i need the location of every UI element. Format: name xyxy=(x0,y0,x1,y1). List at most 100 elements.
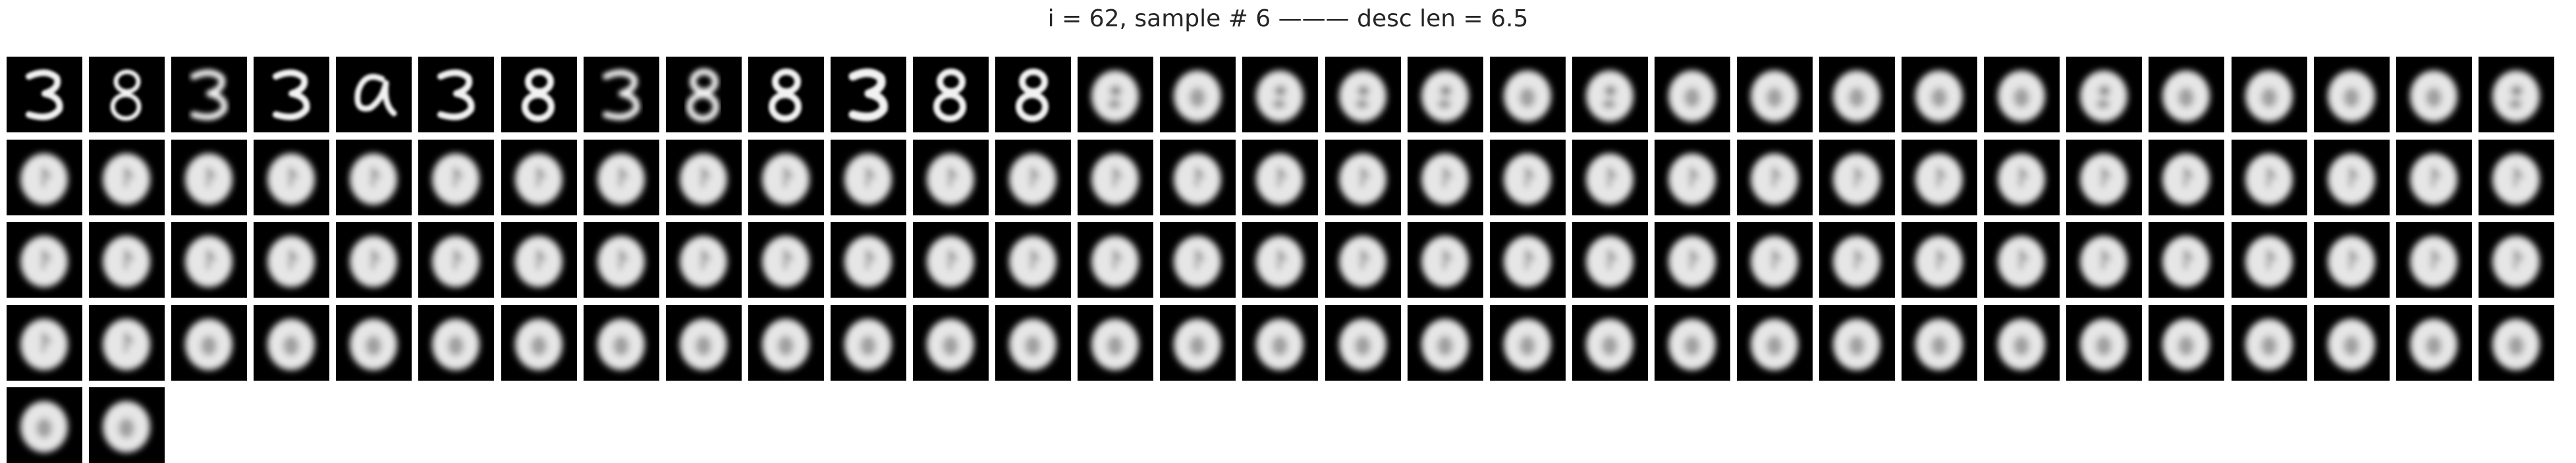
image-tile xyxy=(830,57,906,132)
tile-image xyxy=(1503,70,1551,122)
tile-image xyxy=(2492,236,2540,287)
image-tile xyxy=(2478,222,2554,298)
tile-image xyxy=(1750,318,1798,370)
tile-image xyxy=(2327,318,2375,370)
tile-image xyxy=(350,318,398,370)
tile-image xyxy=(20,236,68,287)
tile-image xyxy=(761,153,809,205)
tile-image xyxy=(273,69,310,121)
tile-image xyxy=(103,236,151,287)
image-tile xyxy=(2313,222,2390,298)
tile-image xyxy=(267,153,315,205)
image-tile xyxy=(2396,304,2472,381)
image-tile xyxy=(665,57,742,132)
image-tile xyxy=(89,222,165,298)
image-tile xyxy=(7,57,82,132)
image-tile xyxy=(2396,139,2472,215)
image-tile xyxy=(665,222,742,298)
image-tile xyxy=(1736,139,1813,215)
tile-image xyxy=(1421,70,1469,122)
tile-image xyxy=(1833,236,1881,287)
tile-image xyxy=(1256,236,1304,287)
tile-image xyxy=(103,318,151,370)
tile-image xyxy=(2162,70,2210,122)
image-tile xyxy=(171,304,248,381)
image-tile xyxy=(254,57,330,132)
tile-image xyxy=(267,318,315,370)
tile-image xyxy=(185,236,233,287)
image-tile xyxy=(418,57,495,132)
tile-image xyxy=(20,318,68,370)
tile-image xyxy=(1338,318,1386,370)
tile-image xyxy=(1915,70,1963,122)
image-tile xyxy=(2149,57,2225,132)
tile-image xyxy=(110,69,142,121)
image-tile xyxy=(89,57,165,132)
tile-image xyxy=(1833,318,1881,370)
image-tile xyxy=(2478,304,2554,381)
image-tile xyxy=(171,57,248,132)
image-tile xyxy=(1572,222,1648,298)
tile-image xyxy=(26,69,63,121)
tile-image xyxy=(933,68,967,122)
figure-title: i = 62, sample # 6 ——— desc len = 6.5 xyxy=(1047,5,1529,32)
image-tile xyxy=(89,139,165,215)
image-tile xyxy=(7,139,82,215)
tile-image xyxy=(927,236,975,287)
tile-image xyxy=(2162,318,2210,370)
image-tile xyxy=(1325,222,1401,298)
image-tile xyxy=(1654,57,1730,132)
tile-image xyxy=(597,236,645,287)
tile-image xyxy=(1174,153,1222,205)
tile-image xyxy=(1421,318,1469,370)
tile-image xyxy=(2492,318,2540,370)
image-tile xyxy=(913,304,989,381)
tile-image xyxy=(1091,318,1139,370)
tile-image xyxy=(679,236,727,287)
image-tile xyxy=(336,57,412,132)
tile-image xyxy=(354,74,397,117)
tile-image xyxy=(267,236,315,287)
image-tile xyxy=(995,304,1072,381)
tile-image xyxy=(1091,153,1139,205)
image-tile xyxy=(830,139,906,215)
image-tile xyxy=(1489,222,1566,298)
image-tile xyxy=(2313,57,2390,132)
image-tile xyxy=(2066,222,2143,298)
tile-image xyxy=(20,401,68,452)
image-tile xyxy=(1902,304,1978,381)
image-tile xyxy=(7,387,82,463)
image-tile xyxy=(501,139,577,215)
image-tile xyxy=(1489,57,1566,132)
tile-image xyxy=(1338,153,1386,205)
image-tile xyxy=(2149,222,2225,298)
tile-image xyxy=(350,153,398,205)
image-tile xyxy=(2149,139,2225,215)
tile-image xyxy=(1998,318,2046,370)
image-tile xyxy=(89,387,165,463)
image-tile xyxy=(1984,222,2060,298)
image-tile xyxy=(2231,222,2307,298)
image-tile xyxy=(2066,139,2143,215)
image-tile xyxy=(501,222,577,298)
tile-image xyxy=(848,68,888,122)
tile-image xyxy=(761,236,809,287)
tile-image xyxy=(1585,153,1633,205)
tile-image xyxy=(1585,70,1633,122)
tile-image xyxy=(1503,236,1551,287)
tile-image xyxy=(1668,318,1716,370)
tile-image xyxy=(1256,153,1304,205)
image-tile xyxy=(1078,304,1154,381)
image-tile xyxy=(1902,139,1978,215)
image-tile xyxy=(89,304,165,381)
image-tile xyxy=(748,139,824,215)
tile-image xyxy=(1833,153,1881,205)
image-tile xyxy=(1489,139,1566,215)
tile-image xyxy=(1091,236,1139,287)
tile-image xyxy=(1503,318,1551,370)
tile-image xyxy=(190,69,228,121)
image-tile xyxy=(2396,57,2472,132)
image-tile xyxy=(665,304,742,381)
tile-image xyxy=(1998,236,2046,287)
image-tile xyxy=(1572,139,1648,215)
